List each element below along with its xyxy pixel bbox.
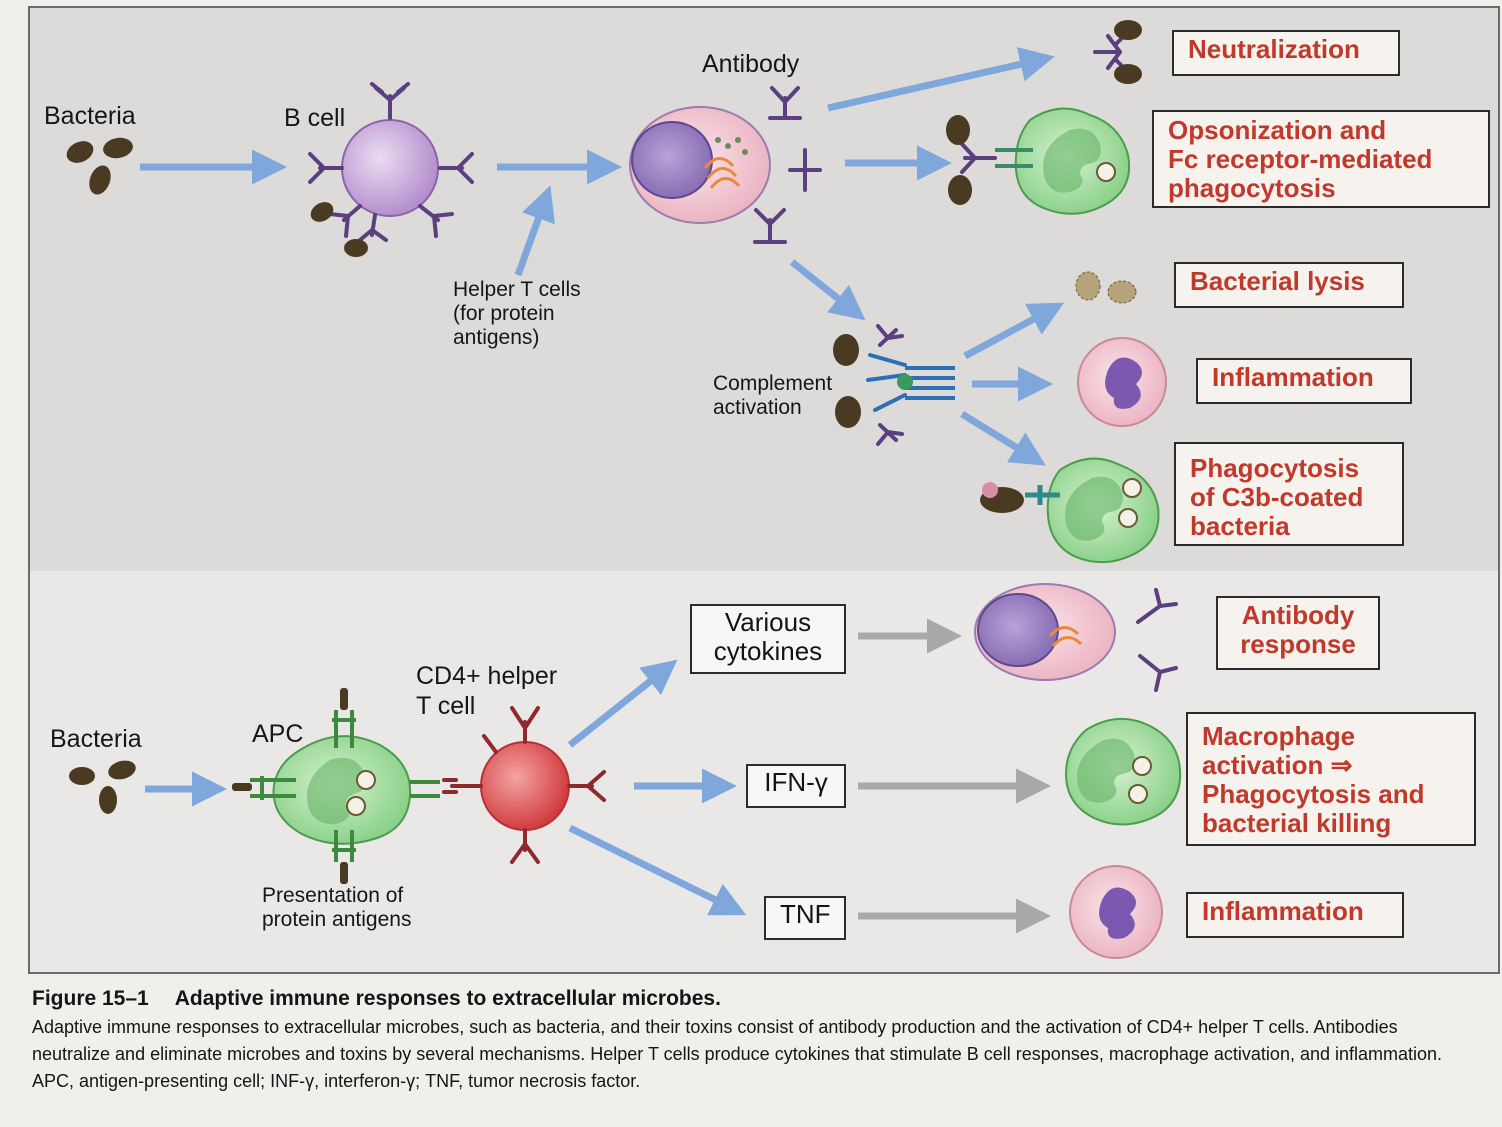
neutrophil-icon-top [1077,337,1167,427]
caption-title-row: Figure 15–1 Adaptive immune responses to … [32,986,1472,1012]
plasma-cell-icon-bottom [974,583,1178,692]
plasma-cell-icon [629,106,771,224]
tnf-box: TNF [764,896,846,940]
cd4-t-cell-icon [442,706,606,864]
helper-label-line3: antigens) [453,326,540,349]
tnf-text: TNF [780,899,831,929]
ifn-gamma-box: IFN-γ [746,764,846,808]
bacteria-label-bottom: Bacteria [50,725,142,753]
arrow-helper-to-plasma [514,185,555,277]
bcell-label: B cell [284,104,346,132]
outcome-macro-line1: Macrophage [1202,721,1356,751]
figure-title: Adaptive immune responses to extracellul… [174,987,721,1010]
outcome-macro-line2: activation ⇒ [1202,750,1353,780]
apc-label: APC [252,720,304,748]
presentation-label-line1: Presentation of [262,884,404,907]
neutrophil-icon-bottom [1069,865,1163,959]
outcome-inflammation-bottom: Inflammation [1186,892,1404,938]
helper-label-line2: (for protein [453,302,555,325]
cytokines-box: Various cytokines [690,604,846,674]
antibody-icons-top [753,86,822,244]
outcome-antibody-line2: response [1240,629,1356,659]
cytokines-line1: Various [724,607,812,637]
b-cell-icon [308,82,474,257]
cd4-label-line2: T cell [416,692,476,720]
ifn-gamma-text: IFN-γ [764,767,828,797]
outcome-macro-line4: bacterial killing [1202,808,1392,838]
figure-frame [28,6,1500,974]
complement-label-line2: activation [713,396,802,419]
outcome-opsonization: Opsonization and Fc receptor-mediated ph… [1152,110,1490,208]
outcome-neutralization: Neutralization [1172,30,1400,76]
complement-complex-icon [833,324,955,446]
bacteria-icon-top [66,137,133,195]
arrow-to-cytokines [567,659,678,748]
arrow-to-complement [789,259,866,321]
c3b-phagocytosis-icon [980,457,1160,564]
arrow-to-tnf [568,824,747,916]
figure-number: Figure 15–1 [32,987,149,1010]
complement-label-line1: Complement [713,372,833,395]
arrow-to-lysis [963,302,1065,360]
outcome-bacterial-lysis: Bacterial lysis [1174,262,1404,308]
outcome-neutralization-text: Neutralization [1188,34,1360,64]
outcome-inflammation-bottom-text: Inflammation [1202,896,1364,926]
outcome-phagocytosis-c3b-line2: of C3b-coated [1190,482,1364,512]
cd4-label-line1: CD4+ helper [416,662,558,690]
outcome-bacterial-lysis-text: Bacterial lysis [1190,266,1365,296]
outcome-phagocytosis-c3b-line1: Phagocytosis [1190,453,1360,483]
presentation-label-line2: protein antigens [262,908,412,931]
helper-label-line1: Helper T cells [453,278,581,301]
lysed-bacteria-icon [1075,271,1137,304]
outcome-antibody-response: Antibody response [1216,596,1380,670]
cytokines-line2: cytokines [713,636,823,666]
opsonization-macrophage-icon [946,107,1130,215]
outcome-opsonization-line2: Fc receptor-mediated [1168,144,1433,174]
outcome-phagocytosis-c3b-line3: bacteria [1190,511,1290,541]
arrow-to-neutralization [827,47,1055,112]
arrow-to-c3b [960,411,1046,466]
caption-body: Adaptive immune responses to extracellul… [32,1017,1443,1091]
outcome-macro-line3: Phagocytosis and [1202,779,1425,809]
outcome-phagocytosis-c3b: Phagocytosis of C3b-coated bacteria [1174,442,1404,546]
bacteria-label-top: Bacteria [44,102,136,130]
antibody-label: Antibody [702,50,800,78]
outcome-inflammation-top: Inflammation [1196,358,1412,404]
outcome-inflammation-top-text: Inflammation [1212,362,1374,392]
outcome-opsonization-line3: phagocytosis [1168,173,1336,203]
outcome-opsonization-line1: Opsonization and [1168,115,1387,145]
activated-macrophage-icon [1064,717,1182,826]
apc-icon [232,688,440,884]
neutralization-icon [1093,20,1142,84]
outcome-antibody-line1: Antibody [1241,600,1355,630]
outcome-macrophage-activation: Macrophage activation ⇒ Phagocytosis and… [1186,712,1476,846]
bacteria-icon-bottom [69,760,136,814]
